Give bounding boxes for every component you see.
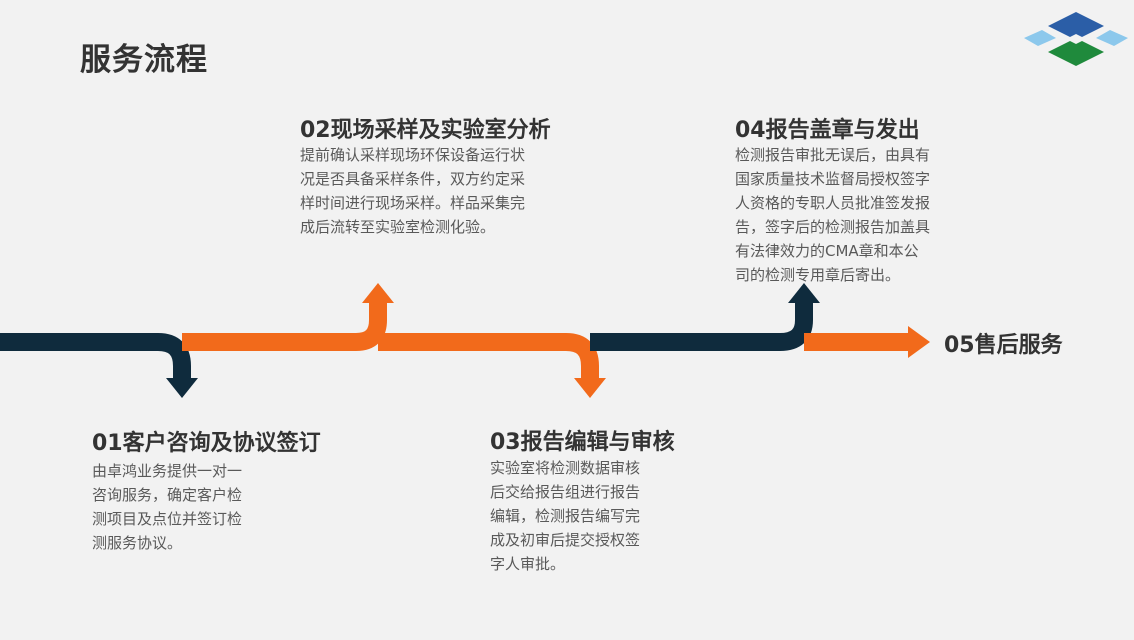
logo-bottom-shape bbox=[1048, 38, 1104, 66]
flow-line-orange-1 bbox=[182, 303, 387, 351]
page-title: 服务流程 bbox=[80, 42, 208, 78]
step-05-label: 05售后服务 bbox=[944, 333, 1063, 358]
arrow-up-icon-step4 bbox=[788, 283, 820, 303]
step-02-desc: 提前确认采样现场环保设备运行状 况是否具备采样条件，双方约定采 样时间进行现场采… bbox=[300, 146, 526, 236]
step-04-desc: 检测报告审批无误后，由具有 国家质量技术监督局授权签字 人资格的专职人员批准签发… bbox=[735, 146, 931, 284]
flow-line-navy-2 bbox=[590, 303, 813, 351]
arrow-down-icon-step1 bbox=[166, 378, 198, 398]
flow-line-navy-1 bbox=[0, 333, 191, 380]
step-04-title: 04报告盖章与发出 bbox=[735, 118, 920, 143]
step-02-title: 02现场采样及实验室分析 bbox=[300, 118, 551, 143]
logo-right-light bbox=[1096, 30, 1128, 46]
step-03-desc: 实验室将检测数据审核 后交给报告组进行报告 编辑，检测报告编写完 成及初审后提交… bbox=[490, 459, 641, 573]
step-03-title: 03报告编辑与审核 bbox=[490, 430, 675, 455]
flow-line-orange-2 bbox=[378, 333, 599, 380]
arrow-up-icon-step2 bbox=[362, 283, 394, 303]
step-01-title: 01客户咨询及协议签订 bbox=[92, 431, 321, 456]
logo-center-cut bbox=[1066, 34, 1086, 44]
arrow-down-icon-step3 bbox=[574, 378, 606, 398]
logo-top-shape bbox=[1048, 12, 1104, 40]
step-01-desc: 由卓鸿业务提供一对一 咨询服务，确定客户检 测项目及点位并签订检 测服务协议。 bbox=[92, 462, 243, 552]
company-logo bbox=[1024, 12, 1128, 66]
arrow-right-icon-step5 bbox=[908, 326, 930, 358]
logo-left-light bbox=[1024, 30, 1056, 46]
